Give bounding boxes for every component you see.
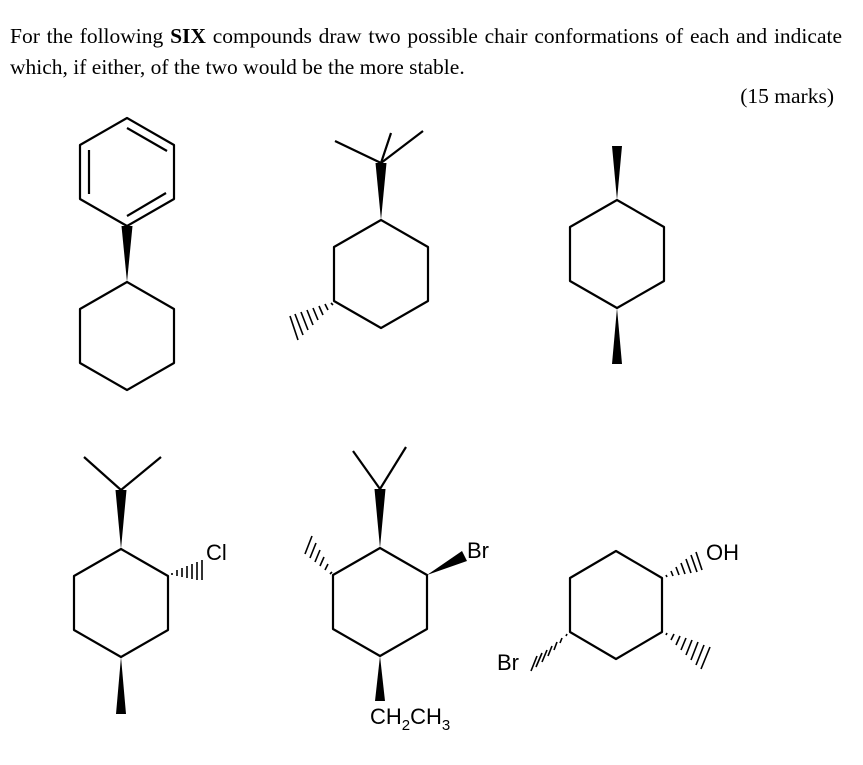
benzene-double-bond-2 (126, 127, 168, 152)
structure-4-chloro-isopropyl-methylcyclohexane (72, 456, 203, 714)
cyclohexane-ring (72, 547, 170, 659)
chlorine-label: Cl (206, 540, 227, 565)
isopropyl-bond-left (83, 456, 122, 491)
cyclohexane-ring (332, 218, 430, 330)
benzene-double-bond-3 (126, 192, 167, 217)
marks-label: (15 marks) (740, 84, 834, 108)
hydroxyl-label: OH (706, 540, 739, 565)
solid-wedge-bond-top (115, 490, 127, 549)
benzene-ring (78, 116, 176, 228)
cyclohexane-ring (568, 198, 666, 310)
question-emphasis: SIX (170, 24, 206, 48)
ethyl-ch2: CH (410, 704, 442, 729)
hashed-wedge-bond-br (530, 633, 568, 672)
ethyl-subscript-3: 3 (442, 717, 450, 734)
tbutyl-bond-left (334, 140, 382, 164)
isopropyl-bond-right (379, 446, 407, 490)
solid-wedge-bond-top (374, 489, 386, 548)
tbutyl-bond-right (380, 130, 424, 164)
hashed-wedge-bond-oh (665, 551, 703, 578)
solid-wedge-bond-bottom (612, 308, 622, 364)
question-text: For the following SIX compounds draw two… (10, 21, 842, 83)
structure-6-bromo-methylcyclohexanol (530, 549, 711, 672)
question-text-start: For the following (10, 24, 171, 48)
ethyl-label: CH2CH3 (370, 704, 450, 734)
bromine-label-left: Br (497, 650, 519, 675)
solid-wedge-bond (375, 163, 387, 220)
solid-wedge-bond (121, 226, 133, 282)
cyclohexane-ring (78, 280, 176, 392)
cyclohexane-ring (331, 546, 429, 658)
question-text-end: compounds draw two possible chair confor… (10, 24, 843, 79)
solid-wedge-bond-top (612, 146, 622, 200)
ethyl-subscript-2: 2 (402, 717, 410, 734)
isopropyl-bond-right (120, 456, 162, 491)
hashed-wedge-bond (289, 302, 334, 341)
bromine-label-top: Br (467, 538, 489, 563)
solid-wedge-bond-br (427, 551, 467, 575)
structure-5-bromo-ethyl-isopropyl-methylcyclohexane (304, 446, 467, 701)
hashed-wedge-bond (304, 535, 333, 575)
hashed-wedge-bond-methyl (665, 632, 711, 670)
cyclohexane-ring (568, 549, 664, 661)
structure-1-phenylcyclohexane (78, 116, 176, 392)
ethyl-ch: CH (370, 704, 402, 729)
structure-2-tbutyl-methylcyclohexane (289, 130, 430, 341)
isopropyl-bond-left (352, 450, 381, 490)
solid-wedge-bond-ethyl (375, 656, 385, 701)
hashed-wedge-bond (171, 560, 203, 580)
structure-3-dimethylcyclohexane (568, 146, 666, 364)
tbutyl-bond-top (379, 132, 393, 164)
solid-wedge-bond-bottom (116, 657, 126, 714)
